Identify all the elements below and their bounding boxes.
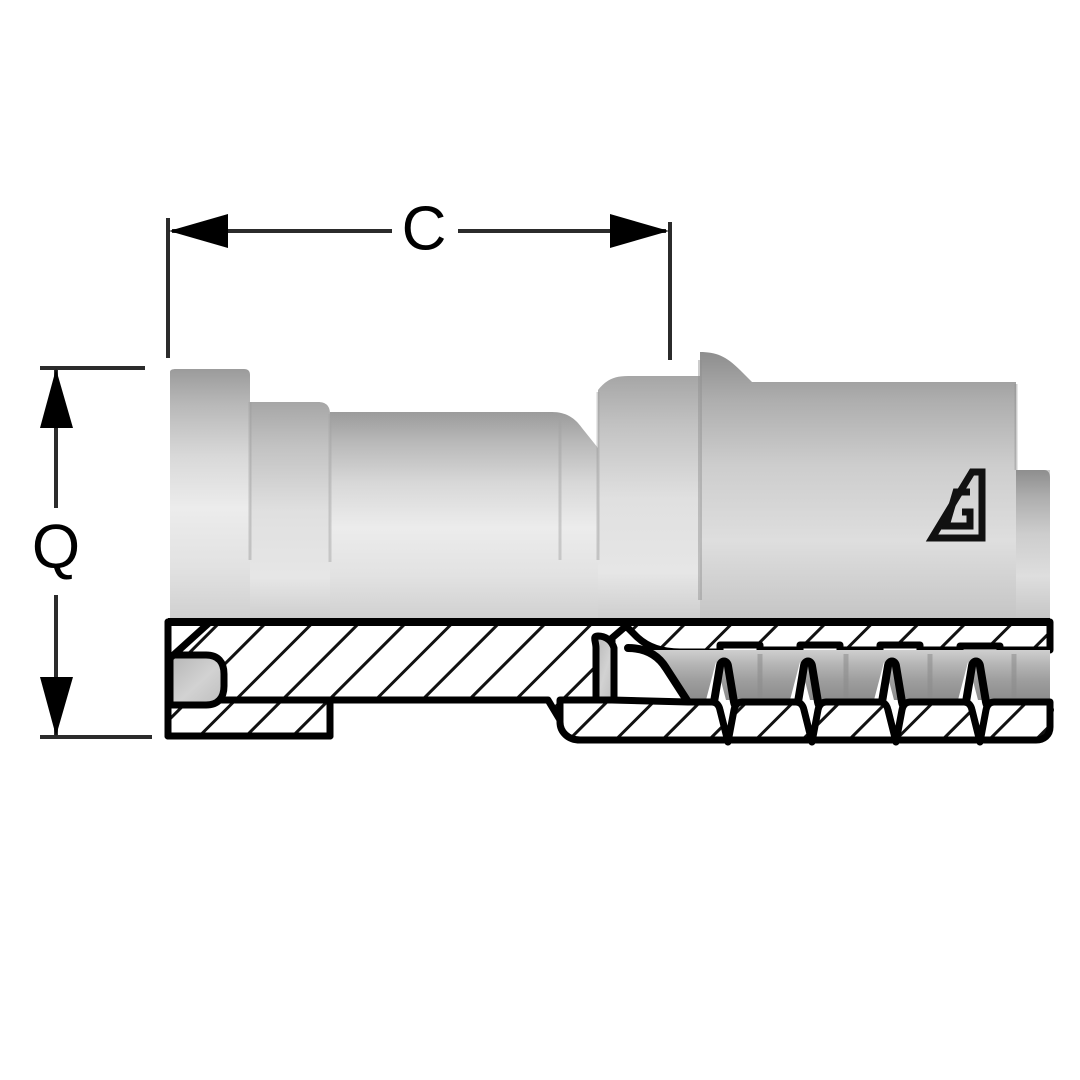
q-arrowhead-top-icon xyxy=(40,369,73,428)
q-arrowhead-bottom-icon xyxy=(40,677,73,736)
ferrule-neck-step xyxy=(598,376,700,622)
c-arrowhead-left-icon xyxy=(169,214,228,248)
fitting-upper-profile xyxy=(170,352,1050,622)
barb-stop-shoulder xyxy=(591,632,618,704)
dimension-q: Q xyxy=(32,366,152,739)
flange-head-block xyxy=(170,369,250,622)
c-arrowhead-right-icon xyxy=(610,214,669,248)
dimension-c: C xyxy=(166,194,672,360)
ferrule-sleeve-body xyxy=(700,352,1050,622)
shank-mid-section xyxy=(330,412,598,622)
flange-lower-foot xyxy=(164,696,334,740)
barb-valley-sheen xyxy=(757,654,1017,698)
dimension-label-c: C xyxy=(402,194,447,263)
upper-body-sheen-lines xyxy=(248,360,1018,600)
gates-logo-g-icon xyxy=(941,488,974,530)
shank-step-near-flange xyxy=(250,402,330,622)
barb-stem-shaded-core xyxy=(636,650,1050,700)
dimension-label-q: Q xyxy=(32,512,80,581)
ferrule-crimp-skirt xyxy=(556,696,1054,746)
ferrule-end-chamfer xyxy=(1016,470,1050,622)
gates-logo xyxy=(925,468,986,542)
flange-face-seal-groove xyxy=(166,651,228,709)
hose-barb-serrations xyxy=(556,632,1054,746)
